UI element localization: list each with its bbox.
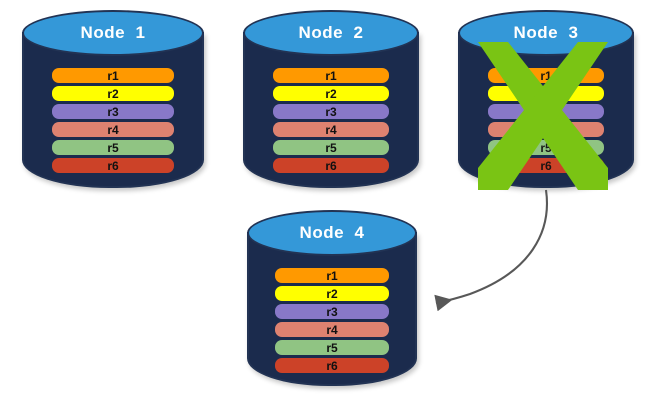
- row-bar: r1: [52, 68, 174, 83]
- node-2-label: Node 2: [298, 23, 364, 42]
- node-4-rows: r1 r2 r3 r4 r5 r6: [275, 268, 389, 373]
- row-bar: r4: [275, 322, 389, 337]
- node-3-label: Node 3: [513, 23, 579, 42]
- row-bar: r1: [273, 68, 389, 83]
- node-2-cylinder[interactable]: Node 2 r1 r2 r3 r4 r5 r6: [243, 10, 419, 188]
- node-3-rows: r1 r2 r3 r4 r5 r6: [488, 68, 604, 173]
- row-bar: r3: [273, 104, 389, 119]
- row-bar: r5: [273, 140, 389, 155]
- node-3-cylinder[interactable]: Node 3 r1 r2 r3 r4 r5 r6: [458, 10, 634, 188]
- cylinder-top-ellipse: [22, 10, 204, 56]
- row-bar: r1: [275, 268, 389, 283]
- row-bar: r6: [52, 158, 174, 173]
- node-1-cylinder[interactable]: Node 1 r1 r2 r3 r4 r5 r6: [22, 10, 204, 188]
- node-4-label: Node 4: [299, 223, 365, 242]
- row-bar: r4: [273, 122, 389, 137]
- node-1-rows: r1 r2 r3 r4 r5 r6: [52, 68, 174, 173]
- row-bar: r2: [52, 86, 174, 101]
- row-bar: r4: [52, 122, 174, 137]
- row-bar: r6: [275, 358, 389, 373]
- row-bar: r5: [52, 140, 174, 155]
- cylinder-top-ellipse: [243, 10, 419, 56]
- row-bar: r5: [275, 340, 389, 355]
- row-bar: r6: [273, 158, 389, 173]
- row-bar: r2: [273, 86, 389, 101]
- node-1-label: Node 1: [80, 23, 146, 42]
- row-bar: r3: [275, 304, 389, 319]
- cylinder-top-ellipse: [247, 210, 417, 256]
- row-bar: r3: [52, 104, 174, 119]
- node-2-rows: r1 r2 r3 r4 r5 r6: [273, 68, 389, 173]
- row-bar: r1: [488, 68, 604, 83]
- row-bar: r4: [488, 122, 604, 137]
- row-bar: r2: [488, 86, 604, 101]
- row-bar: r2: [275, 286, 389, 301]
- node-4-cylinder[interactable]: Node 4 r1 r2 r3 r4 r5 r6: [247, 210, 417, 386]
- row-bar: r6: [488, 158, 604, 173]
- row-bar: r3: [488, 104, 604, 119]
- row-bar: r5: [488, 140, 604, 155]
